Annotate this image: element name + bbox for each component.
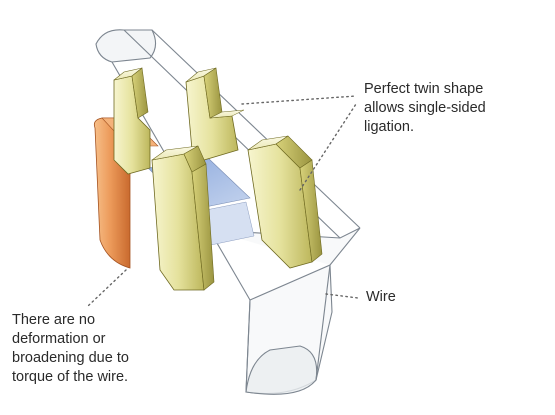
callout-no-deformation-line-4: torque of the wire. (12, 369, 129, 385)
leader-wire (325, 293, 359, 299)
callout-no-deformation-line-1: There are no (12, 312, 96, 328)
callout-no-deformation-line-3: broadening due to (12, 350, 129, 366)
wire-top-edge-right (151, 29, 361, 229)
wing-front-right (247, 135, 323, 269)
wire-back-end (95, 29, 157, 63)
callout-twin-shape-line-1: Perfect twin shape (364, 81, 484, 97)
leader-lines (87, 95, 359, 307)
leader-twin-shape-upper (241, 95, 357, 105)
callout-twin-shape-line-2: allows single-sided (364, 100, 486, 116)
callout-no-deformation-line-2: deformation or (12, 331, 106, 347)
leader-twin-shape-lower (299, 103, 357, 191)
wing-front-left (151, 145, 215, 291)
wing-back-left (113, 67, 151, 175)
callout-twin-shape: Perfect twin shape allows single-sided l… (364, 80, 486, 137)
wire-front-end (245, 345, 318, 395)
wire-label: Wire (366, 289, 396, 305)
callout-no-deformation: There are no deformation or broadening d… (12, 311, 129, 387)
callout-twin-shape-line-3: ligation. (364, 119, 414, 135)
leader-no-deformation (87, 269, 127, 307)
